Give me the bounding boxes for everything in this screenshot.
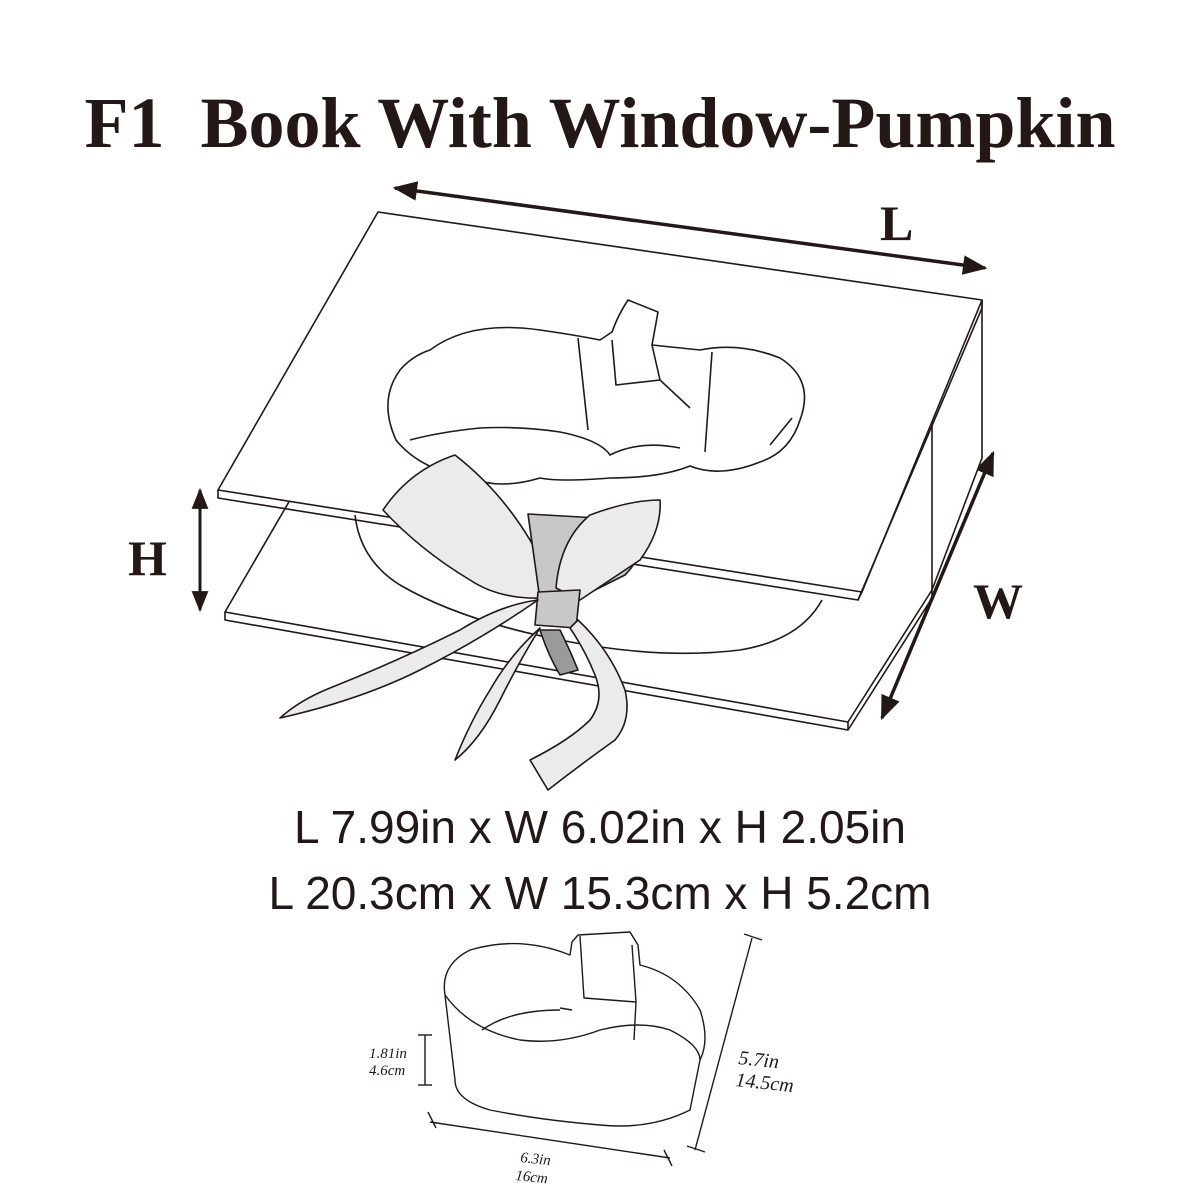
length-arrow xyxy=(392,181,988,275)
width-label: W xyxy=(973,573,1023,629)
insert-width-in: 6.3in xyxy=(520,1150,552,1169)
pumpkin-window xyxy=(387,299,806,485)
insert-width-cm: 16cm xyxy=(515,1168,549,1187)
width-arrow xyxy=(880,450,995,721)
dimensions-metric: L 20.3cm x W 15.3cm x H 5.2cm xyxy=(268,867,932,919)
ribbon-bow xyxy=(279,454,661,791)
height-label: H xyxy=(128,530,167,586)
dimensions-imperial: L 7.99in x W 6.02in x H 2.05in xyxy=(294,801,906,853)
insert-tray xyxy=(418,931,763,1167)
page-title: F1 Book With Window-Pumpkin xyxy=(84,83,1116,163)
insert-depth-cm: 14.5cm xyxy=(734,1069,794,1097)
insert-height-in: 1.81in xyxy=(369,1046,407,1062)
insert-depth-in: 5.7in xyxy=(737,1047,780,1073)
insert-height-cm: 4.6cm xyxy=(369,1063,405,1079)
length-label: L xyxy=(880,195,913,251)
